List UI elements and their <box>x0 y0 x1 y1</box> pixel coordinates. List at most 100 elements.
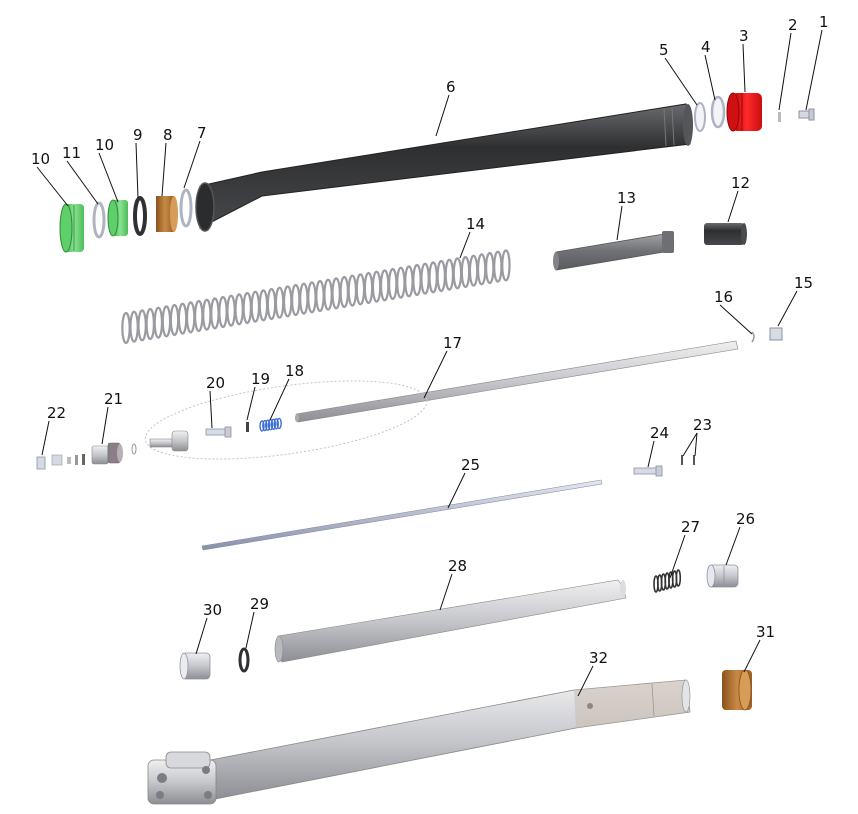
label-11: 11 <box>62 144 81 162</box>
spring-coil <box>347 274 358 307</box>
spring-coil <box>274 286 285 319</box>
part-8-bushing <box>156 196 178 232</box>
part-12-cylinder <box>704 223 747 245</box>
leader-line <box>616 205 623 241</box>
label-24: 24 <box>650 424 669 442</box>
spring-coil <box>468 254 479 287</box>
detail-ellipse <box>144 380 428 460</box>
leader-line <box>647 440 655 468</box>
part-31-bushing <box>722 669 752 711</box>
part-30-cap <box>179 652 211 680</box>
leader-line <box>98 152 119 203</box>
leader-line <box>135 142 139 199</box>
label-28: 28 <box>448 557 467 575</box>
part-10-green-seal-outer <box>59 203 84 253</box>
small-ring <box>131 443 137 455</box>
part-22-nut <box>36 456 46 470</box>
part-20-valve <box>205 426 232 438</box>
part-24-valve <box>633 465 663 477</box>
spring-coil <box>412 263 422 297</box>
spring-coil <box>323 278 333 311</box>
label-31: 31 <box>756 623 775 641</box>
spring-coil <box>282 285 293 318</box>
leader-line <box>183 140 201 189</box>
spring-coil <box>121 311 131 345</box>
spring-coil <box>452 257 463 290</box>
label-19: 19 <box>251 370 270 388</box>
part-25-rod <box>201 479 603 551</box>
spring-coil <box>262 419 268 432</box>
label-18: 18 <box>285 362 304 380</box>
spring-coil <box>259 420 265 432</box>
leader-line <box>447 472 466 509</box>
spring-coil <box>194 299 204 333</box>
spring-coil <box>396 266 406 299</box>
callout-labels: 1 2 3 4 5 6 7 8 9 10 11 10 12 13 14 15 1… <box>31 13 829 667</box>
leader-line <box>743 639 761 673</box>
leader-line <box>669 534 686 579</box>
label-20: 20 <box>206 374 225 392</box>
leader-line <box>459 231 471 259</box>
piston-assembly <box>149 430 189 452</box>
spring-coil <box>299 282 309 315</box>
label-21: 21 <box>104 390 123 408</box>
leader-line <box>725 526 741 566</box>
leader-line <box>209 390 213 429</box>
part-3-red-cap <box>726 92 762 132</box>
leader-line <box>246 386 256 421</box>
spring-coil <box>476 253 487 286</box>
part-29-ring <box>238 647 250 673</box>
spring-coil <box>161 305 172 338</box>
leader-line <box>439 573 453 611</box>
part-28-tube <box>274 579 627 663</box>
part-32-lower-leg <box>147 679 691 805</box>
spring-coil <box>355 273 366 306</box>
part-15-nut <box>769 327 783 341</box>
spring-coil <box>185 301 196 334</box>
label-26: 26 <box>736 510 755 528</box>
spring-coil <box>137 309 147 342</box>
spring-coil <box>493 250 503 283</box>
label-4: 4 <box>701 38 711 56</box>
spring-coil <box>250 290 261 323</box>
leader-line <box>36 166 69 207</box>
spring-coil <box>276 417 282 430</box>
leader-line <box>682 432 698 457</box>
leader-lines <box>36 29 823 697</box>
spring-coil <box>388 267 398 301</box>
leader-line <box>704 54 716 101</box>
shim-stack <box>51 454 85 466</box>
part-14-spring <box>121 249 511 345</box>
leader-line <box>727 190 739 223</box>
part-4-washer <box>710 95 726 129</box>
spring-coil <box>226 294 236 327</box>
spring-coil <box>501 249 511 282</box>
spring-coil <box>169 303 180 337</box>
spring-coil <box>420 262 430 295</box>
part-11-ring <box>92 201 106 239</box>
part-1-screw <box>798 108 815 121</box>
leader-line <box>577 665 594 697</box>
spring-coil <box>379 269 390 302</box>
part-19-clip <box>246 422 249 432</box>
part-27-spring <box>653 569 682 593</box>
spring-coil <box>218 295 228 329</box>
part-23-clip-b <box>693 455 695 465</box>
part-13-sleeve <box>553 231 674 271</box>
label-22: 22 <box>47 404 66 422</box>
spring-coil <box>444 258 455 291</box>
spring-coil <box>145 307 155 341</box>
label-1: 1 <box>819 13 829 31</box>
label-10a: 10 <box>31 150 50 168</box>
spring-coil <box>129 310 139 343</box>
leader-line <box>777 290 798 327</box>
leader-line <box>694 432 698 457</box>
spring-coil <box>291 283 301 317</box>
leader-line <box>245 611 255 649</box>
spring-coil <box>177 302 188 335</box>
spring-coil <box>428 261 438 294</box>
leader-line <box>778 32 792 111</box>
spring-coil <box>307 281 317 314</box>
leader-line <box>66 160 99 205</box>
